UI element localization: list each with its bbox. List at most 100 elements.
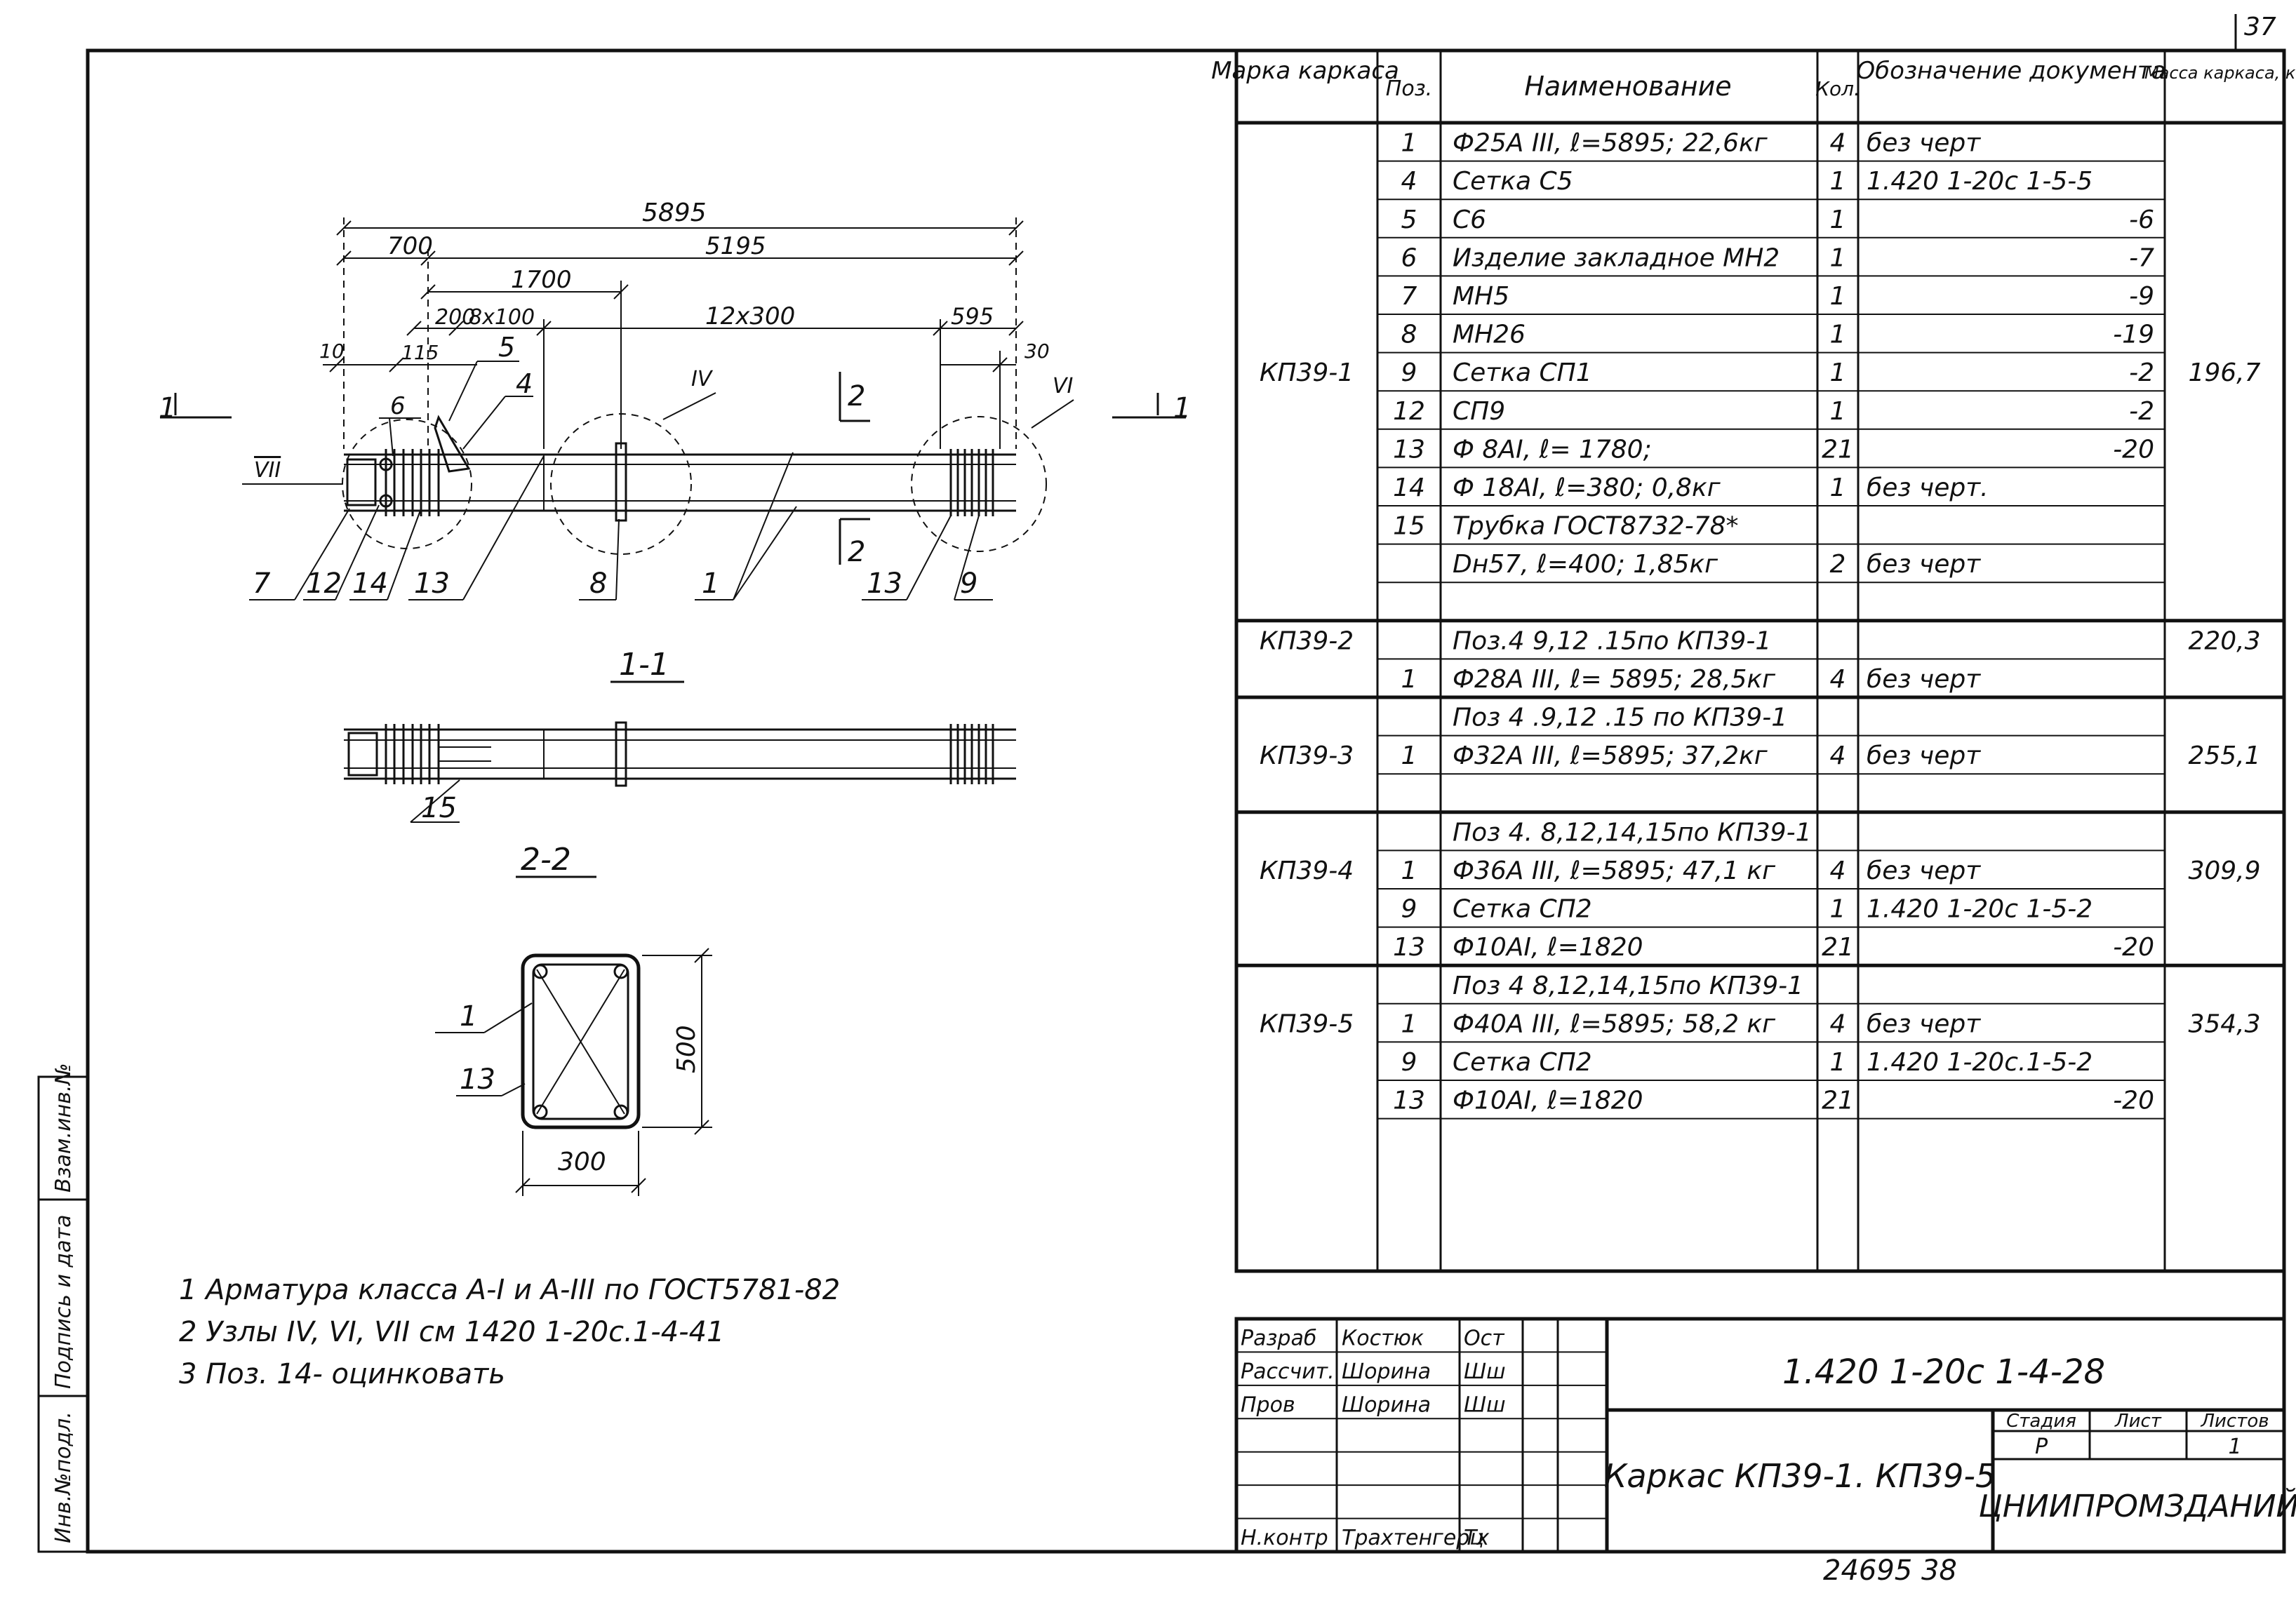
title-role: Н.контр [1241,1526,1328,1550]
sheets-value: 1 [2228,1435,2241,1459]
note-3: 3 Поз. 14- оцинковать [179,1358,505,1390]
cell-pos: 5 [1401,206,1417,234]
cell-name: Ф 18АI, ℓ=380; 0,8кг [1453,474,1721,502]
callout-14: 14 [352,568,388,600]
cell-mass: 220,3 [2188,626,2260,655]
cell-name: Трубка ГОСТ8732-78* [1453,512,1739,541]
cell-mark: КП39-5 [1260,1009,1354,1038]
cell-mass: 309,9 [2188,857,2260,885]
dim-5895: 5895 [642,199,707,227]
cell-pos: 1 [1401,1009,1417,1038]
cell-name: Ф32А III, ℓ=5895; 37,2кг [1453,741,1768,770]
callout-9: 9 [960,568,977,600]
dim-30: 30 [1024,340,1050,363]
cell-doc: -20 [2113,1087,2154,1115]
embedded-plate-left [346,458,377,506]
cell-mark: КП39-2 [1260,626,1354,655]
plan-view: 5895 700 5195 1700 200 8x100 12x300 595 … [159,199,1191,600]
cell-name: Сетка СП1 [1453,358,1592,387]
cell-pos: 1 [1401,857,1417,885]
header-mark: Марка каркаса [1211,57,1399,85]
cut-1-right: 1 [1173,392,1191,424]
dim-115: 115 [401,341,439,364]
stage-value: Р [2035,1435,2048,1459]
cell-qty: 1 [1830,321,1846,349]
header-name: Наименование [1524,71,1731,102]
cell-pos: 13 [1393,933,1425,962]
node-circle-vi [911,416,1047,552]
dim-200: 200 [435,305,475,330]
cell-pos: 12 [1393,397,1425,426]
cell-doc: без черт [1867,550,1981,579]
note-2: 2 Узлы IV, VI, VII см 1420 1-20с.1-4-41 [179,1316,724,1348]
cell-name: Поз.4 9,12 .15по КП39-1 [1453,626,1771,655]
section-2-2-title: 2-2 [521,842,571,878]
title-name: Костюк [1342,1326,1424,1350]
notes: 1 Арматура класса A-I и A-III по ГОСТ578… [179,1274,840,1390]
cell-doc: 1.420 1-20с 1-5-5 [1867,167,2093,196]
cell-pos: 1 [1401,665,1417,694]
section-dim-500: 500 [672,1025,701,1073]
title-block: 1.420 1-20с 1-4-28 Каркас КП39-1. КП39-5… [1234,1317,2296,1554]
title-role: Пров [1241,1392,1295,1417]
cell-doc: -19 [2113,321,2154,349]
header-pos: Поз. [1386,76,1432,101]
drawing-title: Каркас КП39-1. КП39-5 [1604,1457,1996,1495]
view-1-1-title: 1-1 [619,647,669,683]
callout-4: 4 [516,368,533,399]
cell-pos: 9 [1401,1048,1417,1077]
cell-pos: 4 [1401,167,1417,196]
cell-name: С6 [1453,206,1486,234]
node-circle-vii [342,419,472,549]
cell-pos: 8 [1401,321,1417,349]
callout-7: 7 [253,568,271,600]
cell-qty: 1 [1830,282,1846,311]
cell-name: Сетка С5 [1453,167,1573,196]
cell-pos: 14 [1393,474,1425,502]
embedded-plate-mid [615,442,627,522]
cell-qty: 21 [1822,435,1854,464]
organization: ЦНИИПРОМЗДАНИЙ [1979,1487,2296,1524]
title-sign: Ост [1464,1326,1505,1350]
callout-12: 12 [306,568,342,600]
cell-name: Ф10АI, ℓ=1820 [1453,1087,1643,1115]
title-name: Шорина [1342,1359,1431,1384]
cell-name: Ф 8АI, ℓ= 1780; [1453,435,1652,464]
cell-name: Ф10АI, ℓ=1820 [1453,933,1643,962]
cell-doc: без черт [1867,741,1981,770]
cut-1-left: 1 [159,392,176,424]
cell-doc: -9 [2129,282,2154,311]
cell-name: Ф36А III, ℓ=5895; 47,1 кг [1453,857,1776,885]
cell-qty: 1 [1830,1048,1846,1077]
node-circle-iv [550,413,692,555]
section-callout-13: 13 [460,1063,495,1096]
cell-doc: 1.420 1-20с 1-5-2 [1867,895,2093,924]
dim-12x300: 12x300 [705,302,795,330]
cell-doc: без черт. [1867,474,1989,502]
cell-pos: 1 [1401,741,1417,770]
dim-5195: 5195 [705,232,766,260]
cell-name: Ф25А III, ℓ=5895; 22,6кг [1453,129,1768,158]
cell-pos: 1 [1401,129,1417,158]
stirrups-left [385,449,440,516]
cell-mass: 196,7 [2188,358,2260,387]
sheets-label: Листов [2200,1411,2269,1432]
callout-8: 8 [589,568,607,600]
cell-name: СП9 [1453,397,1505,426]
stirrups-right [949,449,994,516]
cell-doc: -20 [2113,435,2154,464]
cell-name: Сетка СП2 [1453,895,1592,924]
cell-pos: 7 [1401,282,1417,311]
dim-700: 700 [387,232,433,260]
section-dim-300: 300 [558,1148,606,1176]
cell-mark: КП39-4 [1260,857,1354,885]
cell-name: Изделие закладное МН2 [1453,243,1780,272]
cell-qty: 21 [1822,933,1854,962]
section-stirrup [521,953,641,1129]
dim-595: 595 [951,303,994,330]
section-2-2: 2-2 500 300 1 13 [435,842,712,1196]
cell-mark: КП39-1 [1260,358,1354,387]
cell-doc: -20 [2113,933,2154,962]
cell-name: Поз 4 .9,12 .15 по КП39-1 [1453,704,1787,732]
